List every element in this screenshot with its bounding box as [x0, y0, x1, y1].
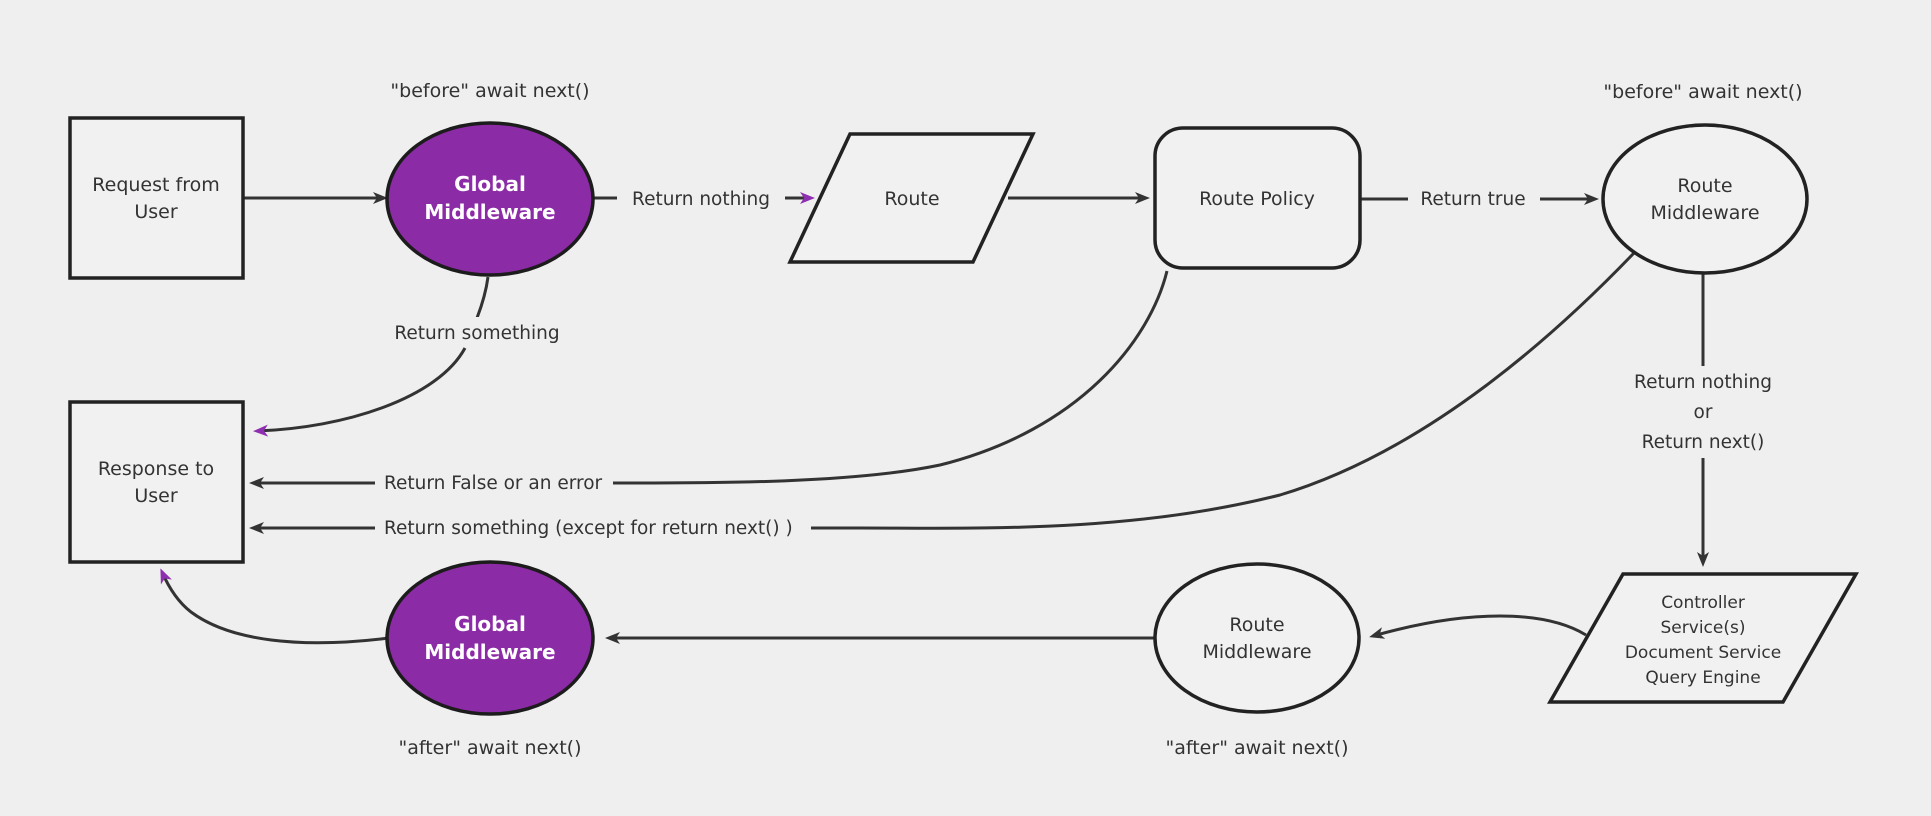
node-label: Route Policy — [1199, 188, 1315, 210]
node-label: Response to — [98, 458, 214, 480]
node-label: Middleware — [424, 640, 555, 664]
node-request-from-user: Request from User — [68, 116, 245, 280]
node-label: Route — [1229, 614, 1284, 636]
node-label: Document Service — [1625, 643, 1781, 663]
node-controller-services: Controller Service(s) Document Service Q… — [1546, 572, 1860, 704]
node-label: Service(s) — [1661, 618, 1746, 638]
node-route-middleware-before: Route Middleware — [1601, 123, 1809, 275]
route-parallelogram — [787, 132, 1036, 264]
edge-global-middleware-to-response-upper — [475, 276, 490, 319]
label-return-false-error: Return False or an error — [384, 473, 603, 494]
node-label: User — [134, 485, 177, 507]
label-return-nothing-or-next: Return next() — [1642, 432, 1765, 453]
edge-global-middleware-after-to-response — [160, 568, 390, 645]
label-return-nothing-or-next: Return nothing — [1634, 372, 1772, 393]
node-route-policy: Route Policy — [1153, 126, 1362, 270]
label-bg — [375, 512, 811, 544]
node-global-middleware-before: Global Middleware — [385, 121, 595, 277]
label-return-nothing-or-next: or — [1694, 402, 1713, 423]
label-before-await-next-global: "before" await next() — [390, 80, 589, 102]
edge-global-middleware-to-response-lower — [253, 347, 467, 437]
label-return-true: Return true — [1420, 189, 1525, 210]
controller-parallelogram — [1546, 572, 1860, 704]
node-label: Global — [454, 172, 526, 196]
node-label: Middleware — [1202, 641, 1311, 663]
label-after-await-next-route: "after" await next() — [1166, 737, 1349, 759]
route-middleware-ellipse — [1153, 562, 1361, 714]
node-label: Request from — [92, 174, 219, 196]
node-response-to-user: Response to User — [68, 400, 245, 564]
label-return-nothing: Return nothing — [632, 189, 770, 210]
node-route-middleware-after: Route Middleware — [1153, 562, 1361, 714]
request-from-user-box — [68, 116, 245, 280]
label-bg — [1408, 184, 1540, 214]
route-middleware-ellipse — [1601, 123, 1809, 275]
edge-route-policy-to-response — [249, 270, 1169, 489]
node-label: Route — [884, 188, 939, 210]
label-after-await-next-global: "after" await next() — [399, 737, 582, 759]
node-label: User — [134, 201, 177, 223]
node-route: Route — [787, 132, 1036, 264]
node-label: Global — [454, 612, 526, 636]
edge-labels: "before" await next() Return nothing Ret… — [384, 80, 1803, 759]
label-return-something: Return something — [394, 323, 559, 344]
node-label: Middleware — [424, 200, 555, 224]
node-global-middleware-after: Global Middleware — [385, 560, 595, 716]
node-label: Query Engine — [1645, 668, 1760, 688]
global-middleware-ellipse — [385, 121, 595, 277]
label-return-something-except: Return something (except for return next… — [384, 518, 793, 539]
edge-route-middleware-to-response — [249, 251, 1636, 534]
label-bg — [379, 317, 577, 347]
node-label: Middleware — [1650, 202, 1759, 224]
label-before-await-next-route: "before" await next() — [1603, 81, 1802, 103]
route-policy-box — [1153, 126, 1362, 270]
node-label: Route — [1677, 175, 1732, 197]
edge-controller-to-route-middleware-after — [1369, 614, 1587, 639]
node-label: Controller — [1661, 593, 1745, 613]
global-middleware-ellipse — [385, 560, 595, 716]
edges — [160, 192, 1709, 645]
label-bg — [617, 183, 785, 213]
edge-label-backgrounds — [375, 183, 1791, 544]
label-bg — [375, 467, 613, 499]
response-to-user-box — [68, 400, 245, 564]
label-bg — [1615, 366, 1791, 458]
